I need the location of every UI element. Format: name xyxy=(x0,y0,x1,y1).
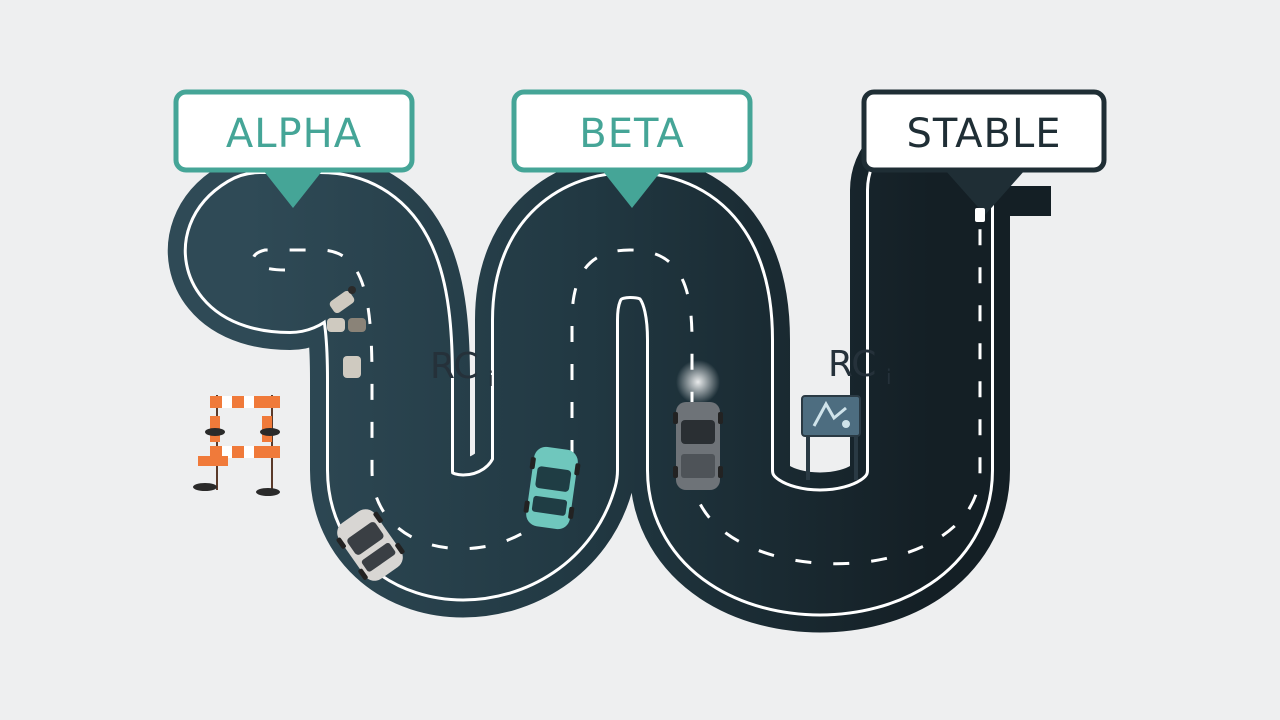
road-barrier-icon xyxy=(193,395,280,496)
alpha-label: ALPHA xyxy=(226,111,362,157)
road-sign-icon xyxy=(801,395,861,480)
car-icon-beta xyxy=(523,446,581,530)
car-icon-alpha xyxy=(336,509,405,581)
alpha-callout: ALPHA xyxy=(173,89,415,208)
road xyxy=(168,110,1051,633)
rc-label-1: RC i xyxy=(430,346,494,391)
svg-text:RC: RC xyxy=(430,346,478,387)
svg-text:i: i xyxy=(488,367,494,391)
stable-road-marker xyxy=(975,208,985,222)
road-center-dashes xyxy=(252,200,982,566)
svg-text:RC: RC xyxy=(828,344,876,385)
svg-text:i: i xyxy=(886,365,892,389)
stable-label: STABLE xyxy=(906,111,1061,157)
beta-callout: BETA xyxy=(511,89,753,208)
rc-label-2: RC i xyxy=(828,344,892,389)
stable-callout: STABLE xyxy=(861,89,1107,215)
car-icon-rc xyxy=(673,360,723,490)
beta-label: BETA xyxy=(579,111,684,157)
small-vehicle-icon xyxy=(327,286,366,378)
